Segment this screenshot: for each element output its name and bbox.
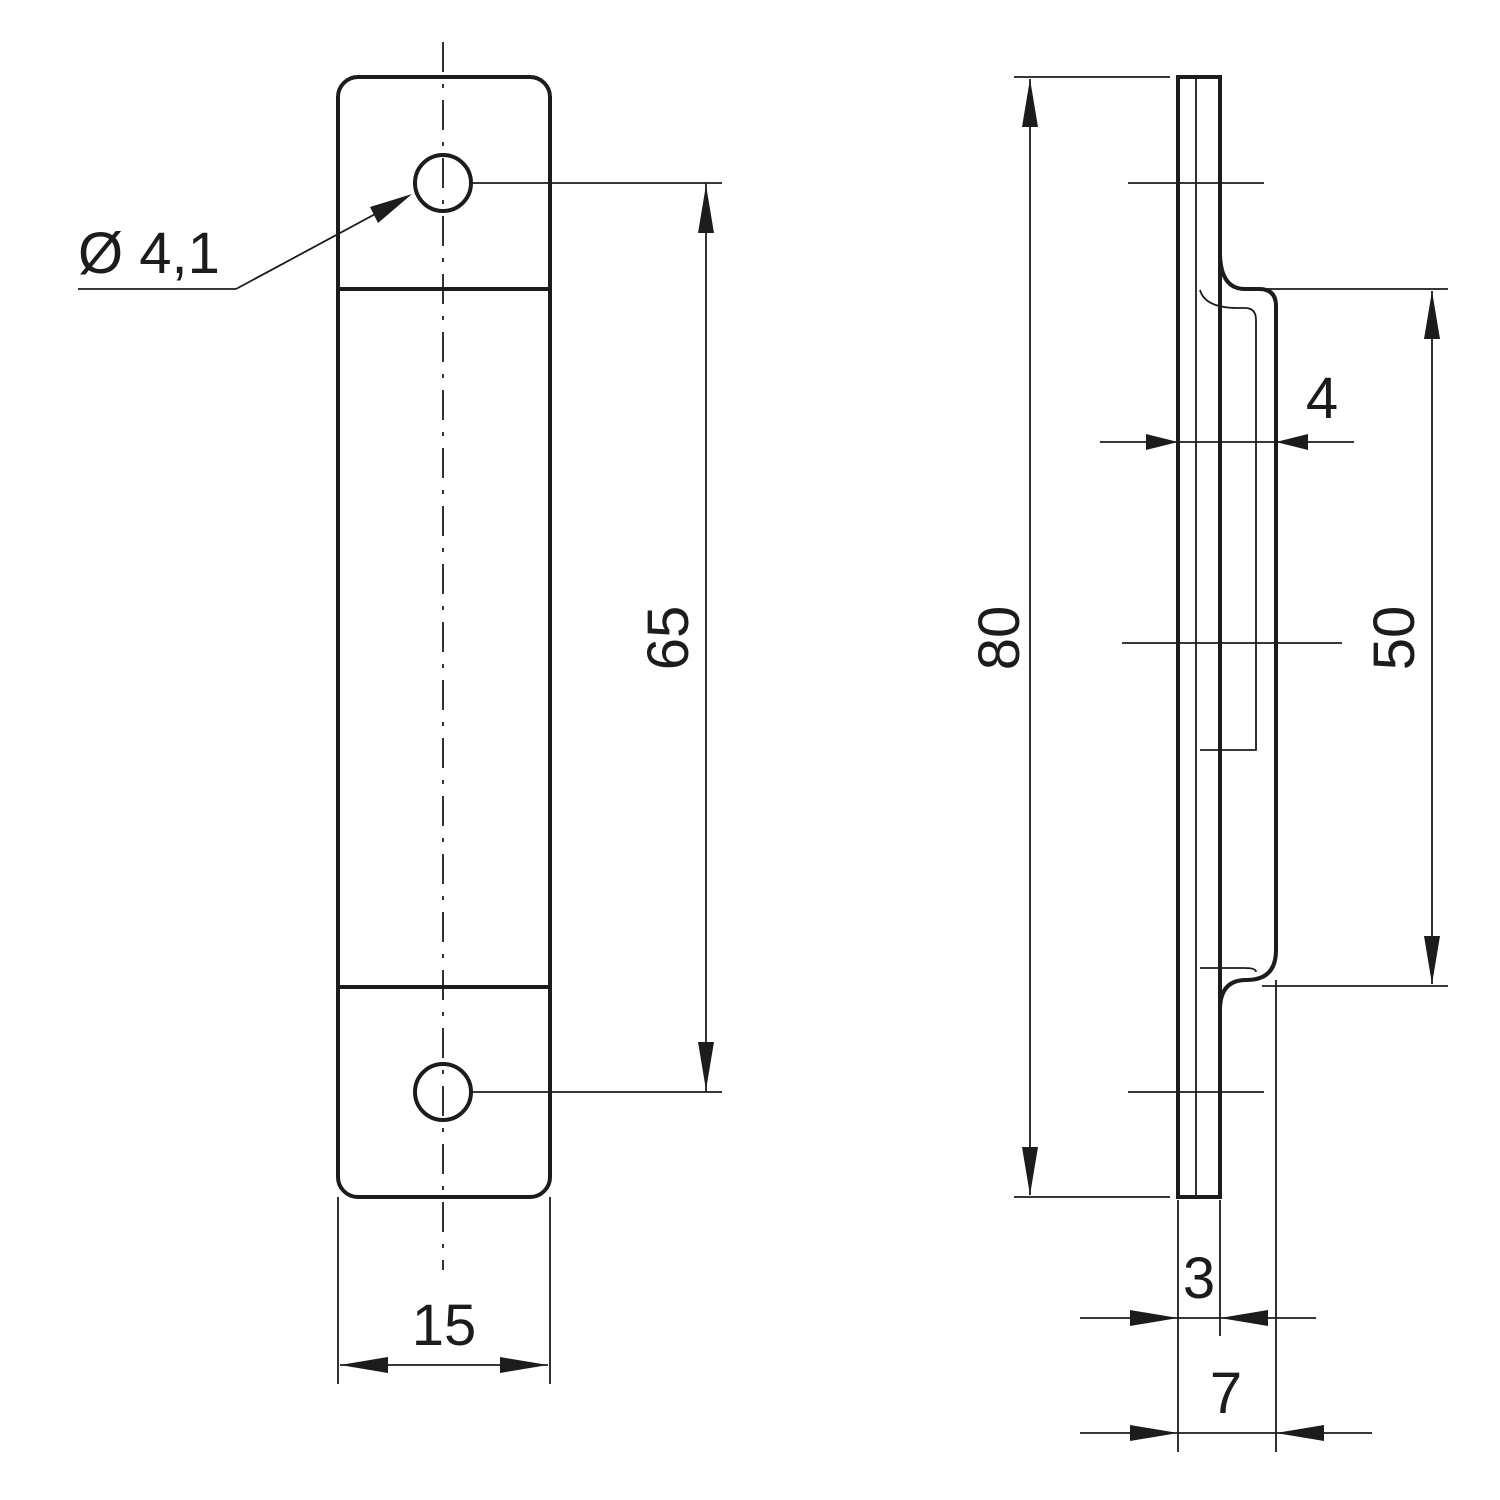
width-arrow-right [500,1357,548,1373]
recess-length-arrow-top [1424,291,1440,339]
hole-spacing-arrow-top [698,185,714,233]
plate-outline [336,75,552,1199]
offset-depth-arrow-right [1276,434,1308,450]
overall-depth-arrow-left [1130,1425,1178,1441]
strike-offset-profile [1218,251,1278,1011]
hole-spacing-arrow-bottom [698,1042,714,1090]
total-length-arrow-bottom [1022,1147,1038,1195]
overall-depth-arrow-right [1276,1425,1324,1441]
overall-depth-label: 7 [1210,1361,1242,1426]
width-arrow-left [340,1357,388,1373]
total-length-label: 80 [967,606,1032,671]
hole-leader-line [235,204,393,290]
offset-depth-arrow-left [1146,434,1178,450]
total-length-arrow-top [1022,79,1038,127]
strike-inner-profile [1199,289,1257,751]
hole-spacing-label: 65 [636,606,701,671]
front-view: Ø 4,1 65 15 [78,42,722,1384]
hole-diameter-label: Ø 4,1 [78,221,220,286]
side-view: 80 50 4 3 7 [967,75,1448,1452]
thickness-label: 3 [1183,1246,1215,1311]
recess-length-arrow-bottom [1424,936,1440,984]
width-label: 15 [412,1293,477,1358]
side-plate-outline [1176,75,1222,1199]
thickness-arrow-right [1220,1310,1268,1326]
hole-leader-arrow [370,194,412,223]
thickness-arrow-left [1130,1310,1178,1326]
strike-lower-inner-profile [1200,967,1257,973]
offset-depth-label: 4 [1306,366,1338,431]
recess-length-label: 50 [1362,606,1427,671]
